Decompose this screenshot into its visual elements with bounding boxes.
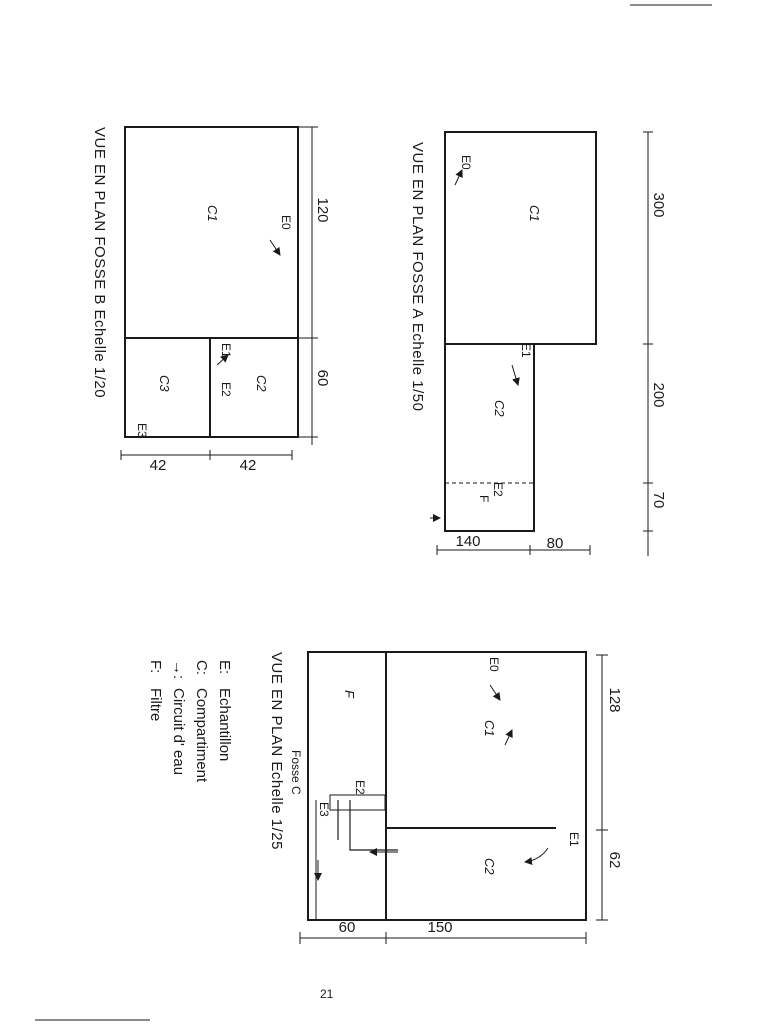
fosse-a-e0-arrow — [454, 169, 463, 186]
legend: E: Echantillon C: Compartiment →: Circui… — [147, 660, 233, 783]
fosse-c-dim-150: 150 — [427, 919, 452, 936]
fosse-a-e0-label: E0 — [459, 155, 473, 170]
fosse-b-e2-label: E2 — [219, 382, 233, 397]
fosse-a-e2-label: E2 — [491, 482, 505, 497]
legend-key-3: →: — [170, 660, 187, 679]
fosse-a-f-label: F — [477, 495, 491, 502]
fosse-c-dim-128: 128 — [606, 687, 623, 712]
page-number: 21 — [320, 987, 334, 1001]
fosse-b-e0-arrow — [269, 239, 281, 256]
fosse-b-plan: 120 60 42 42 C1 C2 C3 E0 E1 E2 E3 VUE EN… — [91, 126, 331, 474]
fosse-c-e0-arrow — [489, 684, 501, 701]
fosse-b-e1-arrow — [216, 354, 229, 366]
fosse-b-c3-label: C3 — [157, 375, 172, 392]
legend-key-2: C: — [193, 660, 210, 675]
fosse-c-c1-arrow — [504, 729, 513, 746]
fosse-b-title: VUE EN PLAN FOSSE B Echelle 1/20 — [91, 127, 108, 398]
fosse-a-c2-outline — [444, 343, 535, 532]
legend-text-3: Circuit d' eau — [170, 688, 187, 775]
fosse-a-flow-arrow — [511, 364, 520, 386]
fosse-b-dim-42-right: 42 — [240, 457, 257, 474]
fosse-c-e1-label: E1 — [567, 832, 581, 847]
fosse-a-c2-label: C2 — [492, 400, 507, 417]
fosse-b-outline — [124, 126, 299, 438]
legend-text-1: Echantillon — [216, 688, 233, 761]
fosse-c-c2-label: C2 — [482, 858, 497, 875]
fosse-c-title: VUE EN PLAN Echelle 1/25 — [268, 652, 285, 850]
fosse-b-e3-label: E3 — [135, 423, 149, 438]
fosse-b-dim-60: 60 — [314, 370, 331, 387]
fosse-a-e1-label: E1 — [519, 343, 533, 358]
fosse-b-c1-label: C1 — [205, 205, 220, 222]
fosse-c-pipe — [337, 800, 398, 851]
fosse-b-e1-label: E1 — [219, 343, 233, 358]
legend-text-2: Compartiment — [193, 688, 210, 783]
fosse-a-dim-80: 80 — [547, 535, 564, 552]
fosse-c-handwritten-note: Fosse C — [289, 750, 303, 795]
fosse-c-c1-label: C1 — [482, 720, 497, 737]
fosse-c-plan: 128 62 60 150 C1 C2 F E0 E1 E2 E3 VUE EN… — [268, 651, 623, 944]
fosse-a-c1-label: C1 — [527, 205, 542, 222]
fosse-c-dim-62: 62 — [606, 852, 623, 869]
fosse-c-outline — [307, 651, 587, 921]
fosse-b-e0-label: E0 — [279, 215, 293, 230]
fosse-b-dim-42-left: 42 — [150, 457, 167, 474]
legend-key-1: E: — [216, 660, 233, 674]
fosse-a-dim-70: 70 — [650, 492, 667, 509]
fosse-c-c2-arrow — [524, 847, 549, 866]
fosse-c-e3-label: E3 — [317, 802, 331, 817]
fosse-c-f-label: F — [342, 690, 357, 699]
fosse-a-dim-200: 200 — [650, 382, 667, 407]
legend-text-4: Filtre — [147, 688, 164, 721]
fosse-a-title: VUE EN PLAN FOSSE A Echelle 1/50 — [409, 142, 426, 411]
fosse-c-dim-60: 60 — [339, 919, 356, 936]
legend-key-4: F: — [147, 660, 164, 673]
fosse-a-plan: 300 200 70 140 80 C1 C2 E0 E1 E2 F VUE E… — [409, 131, 667, 556]
fosse-a-dim-140: 140 — [455, 533, 480, 550]
fosse-b-c2-label: C2 — [254, 375, 269, 392]
fosse-c-e0-label: E0 — [487, 657, 501, 672]
fosse-a-dim-300: 300 — [650, 192, 667, 217]
fosse-c-pipe-box — [329, 794, 386, 811]
fosse-c-e2-label: E2 — [353, 780, 367, 795]
fosse-b-dim-120: 120 — [314, 197, 331, 222]
